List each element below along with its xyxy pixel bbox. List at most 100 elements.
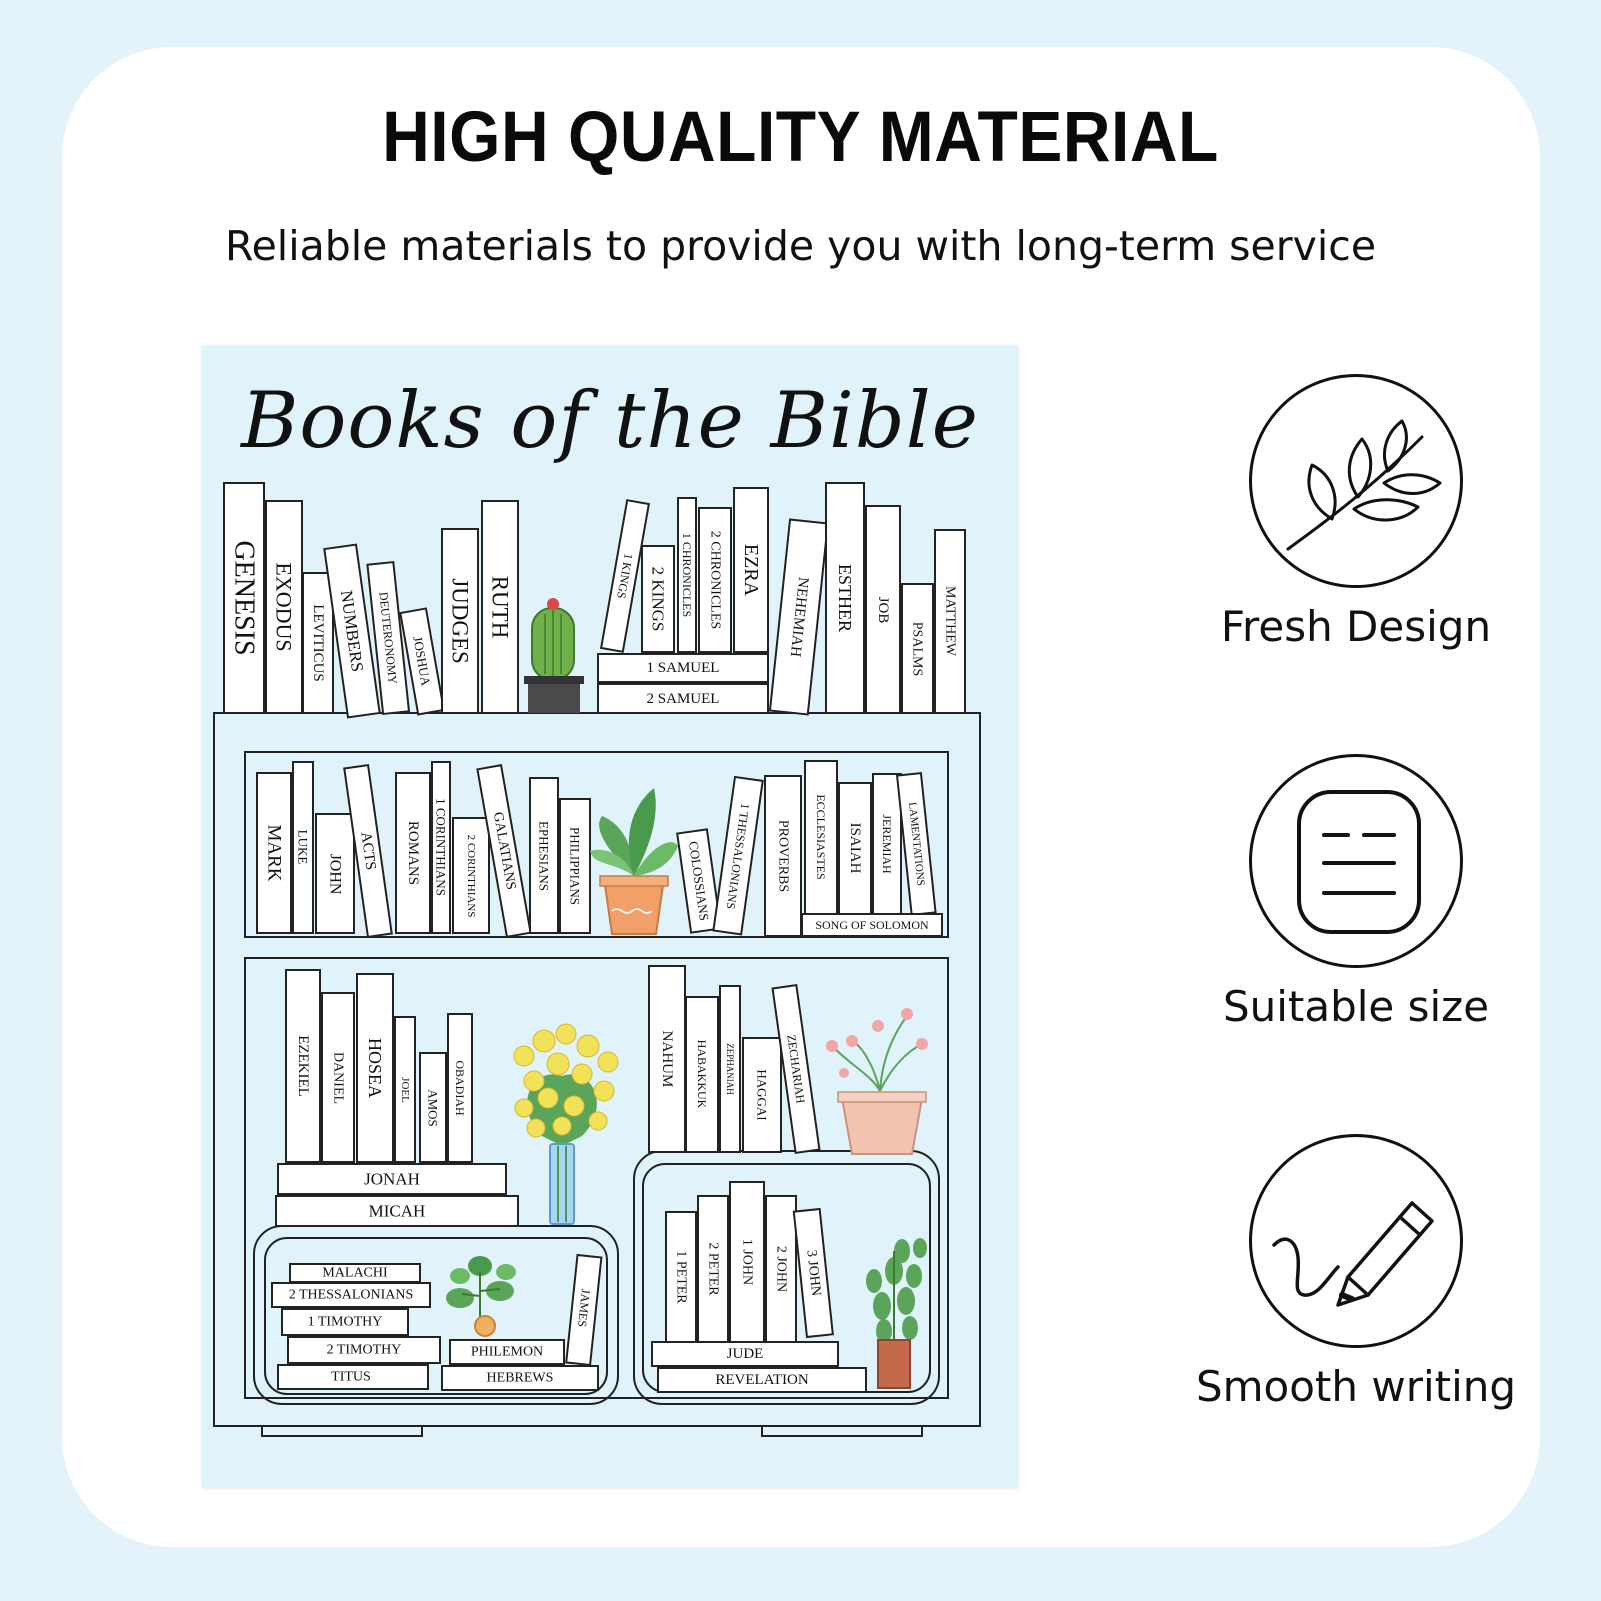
svg-text:2 TIMOTHY: 2 TIMOTHY bbox=[327, 1343, 402, 1358]
book-romans: ROMANS bbox=[395, 772, 431, 934]
feature-label: Suitable size bbox=[1222, 982, 1490, 1031]
book-mark: MARK bbox=[256, 772, 292, 934]
book-2-samuel: 2 SAMUEL bbox=[597, 683, 769, 714]
cactus-plant bbox=[524, 598, 584, 713]
svg-text:2 CHRONICLES: 2 CHRONICLES bbox=[708, 531, 723, 629]
book-job: JOB bbox=[865, 505, 901, 714]
svg-text:PHILEMON: PHILEMON bbox=[471, 1345, 543, 1360]
leafy-plant-right bbox=[866, 1238, 927, 1389]
book-2-timothy: 2 TIMOTHY bbox=[287, 1336, 441, 1364]
svg-text:2 JOHN: 2 JOHN bbox=[774, 1246, 789, 1292]
cubby-right bbox=[633, 1150, 940, 1405]
svg-text:1 CHRONICLES: 1 CHRONICLES bbox=[680, 533, 694, 617]
book-ephesians: EPHESIANS bbox=[529, 777, 559, 934]
book-john: JOHN bbox=[315, 813, 355, 934]
book-lamentations: LAMENTATIONS bbox=[895, 772, 937, 916]
svg-text:MICAH: MICAH bbox=[369, 1202, 426, 1221]
book-1-timothy: 1 TIMOTHY bbox=[281, 1308, 409, 1336]
poster-title: Books of the Bible bbox=[241, 376, 979, 466]
book-revelation: REVELATION bbox=[657, 1367, 867, 1393]
book-ecclesiastes: ECCLESIASTES bbox=[804, 760, 838, 915]
feature-label: Smooth writing bbox=[1195, 1362, 1517, 1411]
svg-text:MALACHI: MALACHI bbox=[322, 1266, 388, 1281]
book-matthew: MATTHEW bbox=[934, 529, 966, 714]
book-genesis: GENESIS bbox=[223, 482, 265, 714]
feature-icon-circle bbox=[1249, 1134, 1463, 1348]
book-ezra: EZRA bbox=[733, 487, 769, 653]
cubby-left-inner bbox=[264, 1237, 608, 1395]
book-1-chronicles: 1 CHRONICLES bbox=[677, 497, 697, 653]
bible-books-poster: Books of the Bible GENESIS EXODUS LEVITI… bbox=[202, 346, 1018, 1488]
book-proverbs: PROVERBS bbox=[764, 775, 802, 937]
book-nahum: NAHUM bbox=[648, 965, 686, 1153]
book-haggai: HAGGAI bbox=[742, 1037, 782, 1153]
svg-text:JOB: JOB bbox=[875, 597, 891, 624]
svg-text:DANIEL: DANIEL bbox=[331, 1052, 346, 1104]
svg-text:SONG OF SOLOMON: SONG OF SOLOMON bbox=[815, 918, 929, 932]
book-2-kings: 2 KINGS bbox=[641, 545, 675, 653]
book-jeremiah: JEREMIAH bbox=[872, 773, 902, 915]
svg-text:JOHN: JOHN bbox=[327, 854, 344, 895]
book-2-peter: 2 PETER bbox=[697, 1195, 729, 1343]
svg-text:MATTHEW: MATTHEW bbox=[943, 586, 958, 657]
book-malachi: MALACHI bbox=[289, 1263, 421, 1283]
book-philippians: PHILIPPIANS bbox=[559, 798, 591, 934]
svg-text:1 CORINTHIANS: 1 CORINTHIANS bbox=[434, 798, 449, 896]
svg-text:ISAIAH: ISAIAH bbox=[847, 823, 863, 874]
book-joshua: JOSHUA bbox=[399, 607, 445, 716]
svg-text:1 SAMUEL: 1 SAMUEL bbox=[647, 660, 720, 676]
book-esther: ESTHER bbox=[825, 482, 865, 714]
book-1-peter: 1 PETER bbox=[665, 1211, 697, 1343]
svg-text:LUKE: LUKE bbox=[296, 830, 311, 865]
book-judges: JUDGES bbox=[441, 528, 479, 714]
svg-text:ROMANS: ROMANS bbox=[405, 821, 421, 885]
svg-text:1 PETER: 1 PETER bbox=[674, 1250, 689, 1304]
feature-suitable-size: Suitable size bbox=[1146, 754, 1566, 1031]
book-jonah: JONAH bbox=[277, 1163, 507, 1195]
svg-text:1 TIMOTHY: 1 TIMOTHY bbox=[308, 1315, 383, 1330]
feature-smooth-writing: Smooth writing bbox=[1146, 1134, 1566, 1411]
book-psalms: PSALMS bbox=[901, 583, 934, 714]
lines-card-icon bbox=[1297, 790, 1421, 934]
book-song-of-solomon: SONG OF SOLOMON bbox=[801, 913, 943, 937]
leaf-branch-icon bbox=[1286, 419, 1442, 551]
feature-label: Fresh Design bbox=[1220, 602, 1492, 651]
book-1-samuel: 1 SAMUEL bbox=[597, 653, 769, 683]
book-luke: LUKE bbox=[292, 761, 314, 934]
book-daniel: DANIEL bbox=[321, 992, 355, 1163]
svg-text:JUDE: JUDE bbox=[727, 1346, 764, 1362]
feature-icon-circle bbox=[1249, 374, 1463, 588]
shelf-upper bbox=[244, 751, 949, 938]
svg-text:ZEPHANIAH: ZEPHANIAH bbox=[725, 1043, 735, 1095]
book-exodus: EXODUS bbox=[265, 500, 303, 714]
yellow-flower-vase bbox=[513, 1023, 619, 1225]
svg-text:HABAKKUK: HABAKKUK bbox=[695, 1040, 709, 1109]
book-amos: AMOS bbox=[419, 1052, 447, 1163]
bookcase-feet bbox=[261, 1426, 923, 1437]
svg-text:2 SAMUEL: 2 SAMUEL bbox=[647, 691, 720, 707]
svg-text:OBADIAH: OBADIAH bbox=[453, 1060, 467, 1116]
book-joel: JOEL bbox=[394, 1016, 416, 1163]
book-habakkuk: HABAKKUK bbox=[685, 996, 719, 1153]
svg-text:JAMES: JAMES bbox=[575, 1288, 593, 1327]
svg-text:JONAH: JONAH bbox=[364, 1170, 420, 1189]
svg-text:EZRA: EZRA bbox=[740, 544, 762, 597]
potted-plant-middle bbox=[590, 788, 678, 935]
svg-text:ESTHER: ESTHER bbox=[835, 564, 855, 632]
book-leviticus: LEVITICUS bbox=[302, 572, 334, 714]
svg-text:1 JOHN: 1 JOHN bbox=[740, 1239, 755, 1285]
feature-fresh-design: Fresh Design bbox=[1146, 374, 1566, 651]
svg-text:PSALMS: PSALMS bbox=[910, 622, 925, 676]
svg-text:2 CORINTHIANS: 2 CORINTHIANS bbox=[465, 835, 477, 918]
book-2-chronicles: 2 CHRONICLES bbox=[698, 507, 732, 653]
book-philemon: PHILEMON bbox=[449, 1339, 565, 1365]
svg-text:EPHESIANS: EPHESIANS bbox=[537, 821, 552, 891]
book-deuteronomy: DEUTERONOMY bbox=[366, 560, 411, 716]
book-obadiah: OBADIAH bbox=[447, 1013, 473, 1163]
svg-text:PROVERBS: PROVERBS bbox=[776, 820, 791, 892]
book-hosea: HOSEA bbox=[356, 973, 394, 1163]
book-nehemiah: NEHEMIAH bbox=[768, 518, 829, 716]
pink-flower-pot bbox=[826, 1008, 928, 1155]
book-hebrews: HEBREWS bbox=[441, 1365, 599, 1391]
book-1-corinthians: 1 CORINTHIANS bbox=[431, 761, 451, 934]
